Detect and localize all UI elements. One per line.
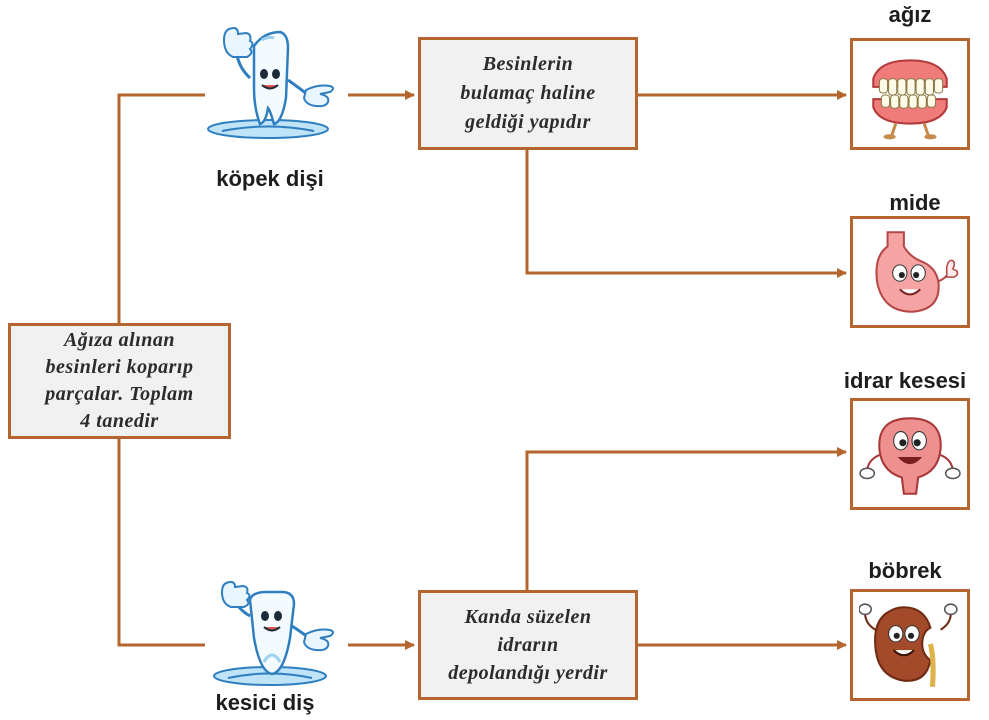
bladder-label: idrar kesesi: [843, 368, 967, 393]
stomach-card: [850, 216, 970, 328]
stomach-label: mide: [889, 190, 941, 215]
kidney-label: böbrek: [868, 558, 942, 583]
chyme-description-box: Besinlerin bulamaç haline geldiği yapıdı…: [418, 37, 638, 150]
box-bottom-line: idrarın: [497, 634, 559, 656]
canine-tooth-label: köpek dişi: [216, 166, 324, 191]
urine-description-box: Kanda süzelen idrarın depolandığı yerdir: [418, 590, 638, 700]
incisor-tooth-character: [206, 578, 346, 688]
connector-box-to-idrar: [525, 447, 847, 590]
box-left-line: Ağıza alınan: [63, 329, 176, 351]
dentures-icon: [872, 59, 948, 140]
box-top-line: geldiği yapıdır: [465, 111, 591, 133]
kidney-icon: [859, 603, 958, 688]
cartoon-tooth-icon: [213, 580, 334, 686]
connector-left-to-kopek: [117, 93, 205, 323]
box-top-line: Besinlerin: [482, 53, 574, 75]
bladder-card: [850, 398, 970, 510]
incisor-tooth-label: kesici diş: [215, 690, 315, 715]
bladder-icon: [859, 417, 961, 495]
box-top-line: bulamaç haline: [460, 82, 596, 104]
cartoon-tooth-icon: [207, 26, 334, 139]
box-bottom-line: Kanda süzelen: [464, 606, 592, 628]
kidney-card: [850, 589, 970, 701]
canine-tooth-character: [202, 18, 347, 143]
mouth-card: [850, 38, 970, 150]
box-left-line: 4 tanedir: [80, 410, 159, 432]
incisor-description-box: Ağıza alınan besinleri koparıp parçalar.…: [8, 323, 231, 439]
box-left-line: parçalar. Toplam: [45, 383, 194, 405]
stomach-icon: [875, 231, 959, 313]
connector-left-to-kesici: [117, 439, 205, 647]
mouth-label: ağız: [888, 2, 932, 27]
connector-box-to-mide: [525, 150, 847, 278]
box-bottom-line: depolandığı yerdir: [448, 662, 608, 684]
box-left-line: besinleri koparıp: [45, 356, 194, 378]
